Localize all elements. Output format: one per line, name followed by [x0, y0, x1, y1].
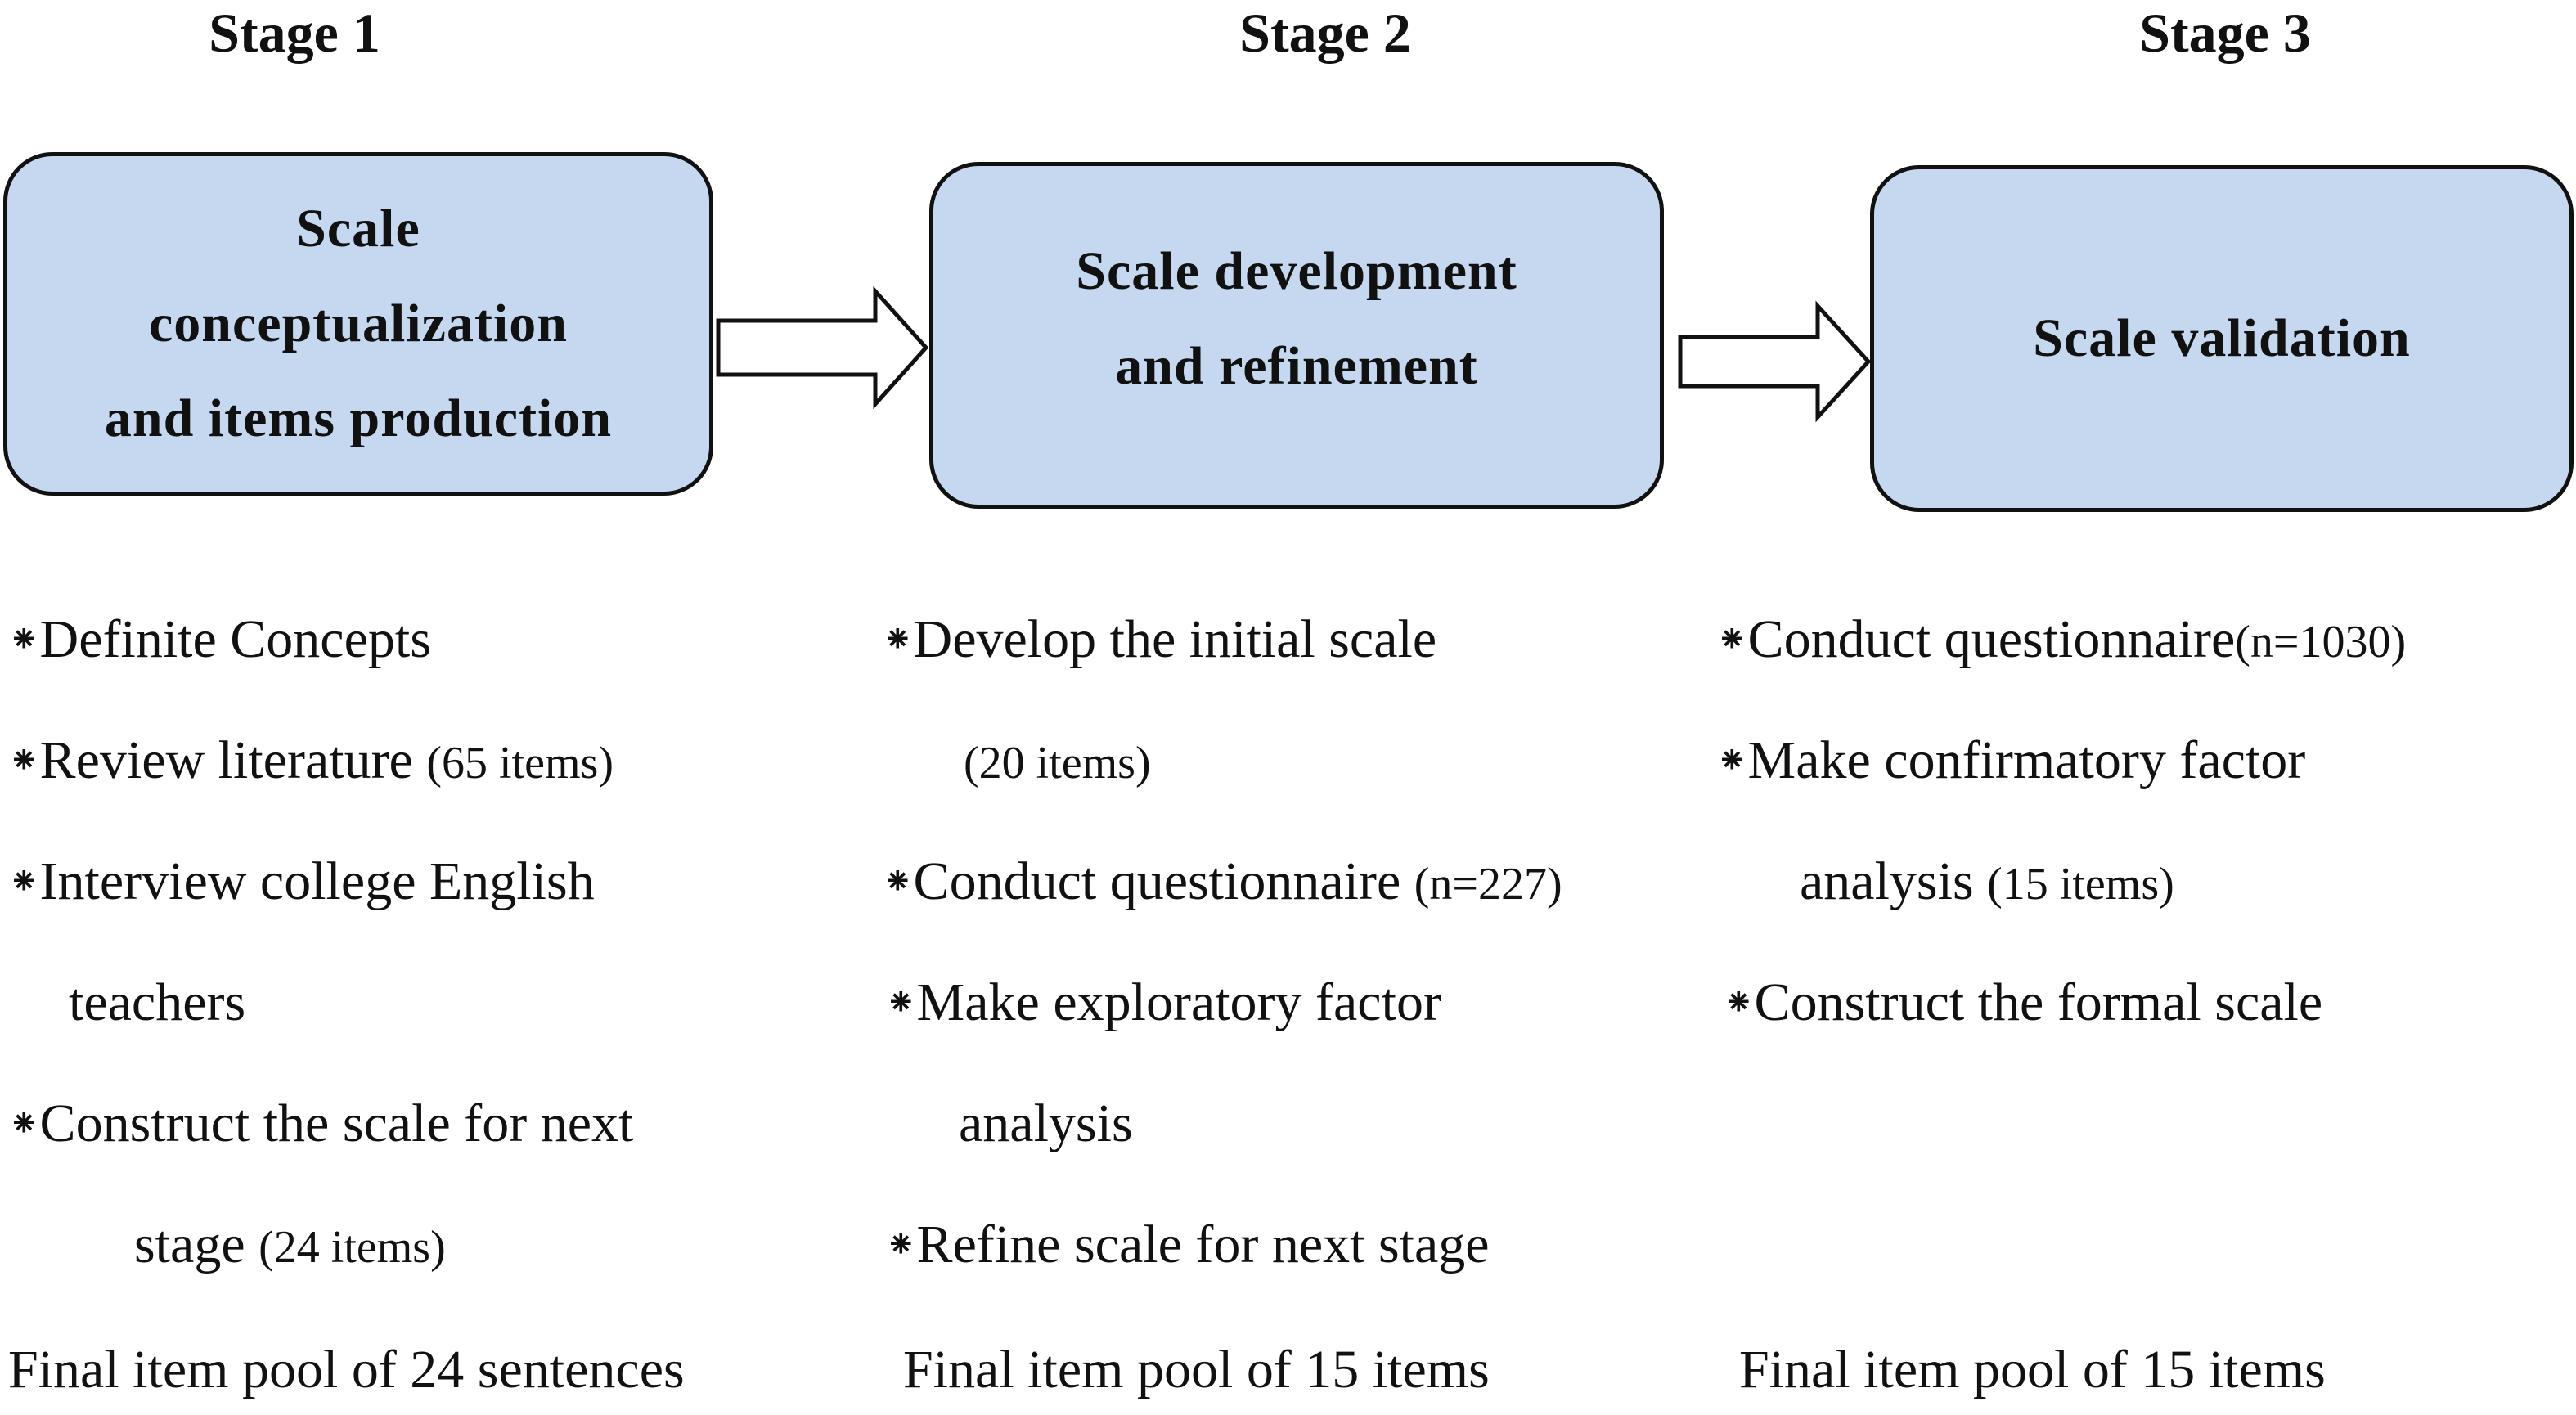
bullet-text: stage — [134, 1215, 259, 1274]
stage-1-bullet: ⁕Definite Concepts — [8, 589, 431, 710]
bullet-star-icon: ⁕ — [1716, 618, 1748, 660]
stage-3-bullet: ⁕Make confirmatory factor — [1716, 710, 2305, 831]
stage-1-box-line: and items production — [104, 389, 613, 448]
stage-1-box-line: conceptualization — [149, 294, 568, 353]
stage-2-bullet: ⁕Develop the initial scale — [882, 589, 1436, 710]
stage-3-box: Scale validation — [1870, 165, 2574, 512]
stage-3-box-line: Scale validation — [2033, 308, 2411, 368]
bullet-text: Make confirmatory factor — [1747, 730, 2306, 790]
bullet-star-icon: ⁕ — [882, 860, 914, 902]
stage-2-box: Scale development and refinement — [929, 162, 1664, 509]
bullet-text: analysis — [1800, 851, 1988, 911]
stage-2-box-line: Scale development — [1076, 241, 1517, 301]
bullet-text: Conduct questionnaire — [1747, 609, 2236, 669]
stage-2-title: Stage 2 — [1239, 2, 1411, 64]
stage-2-box-label: Scale development and refinement — [1076, 224, 1517, 414]
bullet-note: (65 items) — [426, 738, 614, 788]
stage-2-bullet: ⁕Refine scale for next stage — [885, 1194, 1490, 1315]
bullet-text: Conduct questionnaire — [913, 851, 1414, 911]
arrow-shape — [1678, 300, 1872, 422]
stage-1-box-label: Scale conceptualization and items produc… — [105, 182, 612, 466]
stage-2-bullet-continuation: (20 items) — [964, 710, 1151, 831]
stage-1-title: Stage 1 — [209, 2, 380, 64]
bullet-note: (n=227) — [1414, 859, 1562, 910]
stage-1-box-line: Scale — [296, 199, 420, 258]
bullet-text: teachers — [69, 973, 246, 1032]
bullet-star-icon: ⁕ — [1716, 739, 1748, 781]
bullet-star-icon: ⁕ — [8, 739, 40, 781]
stage-3-box-label: Scale validation — [2033, 291, 2411, 386]
stage-1-bullet: ⁕Construct the scale for next — [8, 1073, 633, 1194]
stage-2-bullet-continuation: analysis — [959, 1073, 1133, 1194]
stage-1-bullet-continuation: teachers — [69, 952, 245, 1073]
bullet-star-icon: ⁕ — [8, 1103, 40, 1144]
stage-2-box-line: and refinement — [1115, 336, 1478, 396]
bullet-note: (24 items) — [258, 1222, 446, 1273]
bullet-text: Develop the initial scale — [913, 609, 1437, 669]
bullet-text: Make exploratory factor — [916, 973, 1441, 1032]
arrow-stage2-to-stage3 — [1678, 300, 1872, 422]
bullet-note: (15 items) — [1987, 859, 2174, 910]
stage-1-bullet-continuation: stage (24 items) — [134, 1194, 446, 1315]
bullet-star-icon: ⁕ — [885, 1224, 917, 1265]
bullet-text: Construct the scale for next — [39, 1094, 634, 1153]
stage-1-final-pool: Final item pool of 24 sentences — [8, 1340, 685, 1399]
stage-2-bullet: ⁕Make exploratory factor — [885, 952, 1441, 1073]
bullet-star-icon: ⁕ — [8, 860, 40, 902]
bullet-star-icon: ⁕ — [1723, 982, 1755, 1023]
bullet-text: Interview college English — [39, 851, 595, 911]
bullet-note: (20 items) — [964, 738, 1151, 788]
bullet-text: Definite Concepts — [39, 609, 431, 669]
stage-2-bullet: ⁕Conduct questionnaire (n=227) — [882, 831, 1562, 952]
bullet-star-icon: ⁕ — [882, 618, 914, 660]
stage-2-final-pool: Final item pool of 15 items — [903, 1340, 1490, 1399]
stage-1-box: Scale conceptualization and items produc… — [3, 152, 713, 496]
stage-3-bullet: ⁕Conduct questionnaire(n=1030) — [1716, 589, 2406, 710]
bullet-note: (n=1030) — [2235, 617, 2407, 667]
arrow-stage1-to-stage2 — [716, 286, 929, 409]
arrow-shape — [716, 286, 929, 409]
bullet-star-icon: ⁕ — [885, 982, 917, 1023]
bullet-text: Construct the formal scale — [1754, 973, 2323, 1032]
bullet-star-icon: ⁕ — [8, 618, 40, 660]
stage-1-bullet: ⁕Interview college English — [8, 831, 595, 952]
stage-3-bullet: ⁕Construct the formal scale — [1723, 952, 2322, 1073]
stage-3-final-pool: Final item pool of 15 items — [1739, 1340, 2326, 1399]
stage-3-bullet-continuation: analysis (15 items) — [1800, 831, 2174, 952]
stage-1-bullet: ⁕Review literature (65 items) — [8, 710, 614, 831]
stage-3-title: Stage 3 — [2139, 2, 2311, 64]
bullet-text: analysis — [959, 1094, 1133, 1153]
bullet-text: Review literature — [39, 730, 427, 790]
bullet-text: Refine scale for next stage — [916, 1215, 1490, 1274]
